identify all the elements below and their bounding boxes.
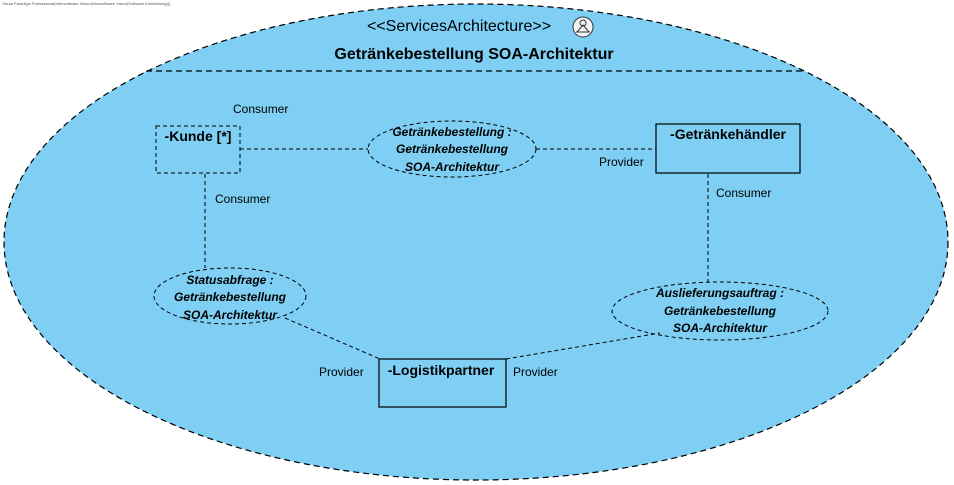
stereotype-label: <<ServicesArchitecture>> — [367, 18, 551, 35]
connector-status-logistik — [284, 317, 381, 360]
collaboration-bestellung-line1: Getränkebestellung : — [392, 125, 511, 139]
part-kunde[interactable] — [155, 125, 241, 174]
collaboration-auslieferung-line1: Auslieferungsauftrag : — [655, 286, 784, 300]
role-kunde-bestellung: Consumer — [233, 102, 288, 116]
role-auslieferung-logistik: Provider — [513, 365, 558, 379]
role-bestellung-haendler: Provider — [599, 155, 644, 169]
collaboration-status[interactable] — [153, 267, 307, 325]
part-haendler[interactable] — [655, 123, 801, 174]
collaboration-auslieferung[interactable] — [611, 281, 829, 341]
collaboration-bestellung[interactable] — [367, 120, 537, 178]
role-status-logistik: Provider — [319, 365, 364, 379]
role-kunde-status: Consumer — [215, 192, 270, 206]
collaboration-bestellung-line2: Getränkebestellung — [396, 142, 509, 156]
part-logistik-label: -Logistikpartner — [388, 362, 495, 378]
diagram-title: Getränkebestellung SOA-Architektur — [334, 46, 613, 63]
role-haendler-auslieferung: Consumer — [716, 186, 771, 200]
connector-auslieferung-logistik — [505, 332, 661, 360]
services-architecture-boundary — [3, 3, 949, 481]
collaboration-status-line3: SOA-Architektur — [183, 308, 278, 322]
part-haendler-label: -Getränkehändler — [670, 126, 786, 142]
part-kunde-label: -Kunde [*] — [165, 128, 232, 144]
part-logistik[interactable] — [378, 358, 507, 408]
header-caption: Visual Paradigm Professional(Intersoftwa… — [2, 1, 171, 6]
connectors — [204, 148, 709, 360]
collaboration-auslieferung-line2: Getränkebestellung — [664, 304, 777, 318]
collaboration-status-line2: Getränkebestellung — [174, 290, 287, 304]
services-architecture-icon — [572, 16, 594, 38]
collaboration-bestellung-line3: SOA-Architektur — [405, 160, 500, 174]
collaboration-status-line1: Statusabfrage : — [186, 273, 273, 287]
collaboration-auslieferung-line3: SOA-Architektur — [673, 321, 768, 335]
